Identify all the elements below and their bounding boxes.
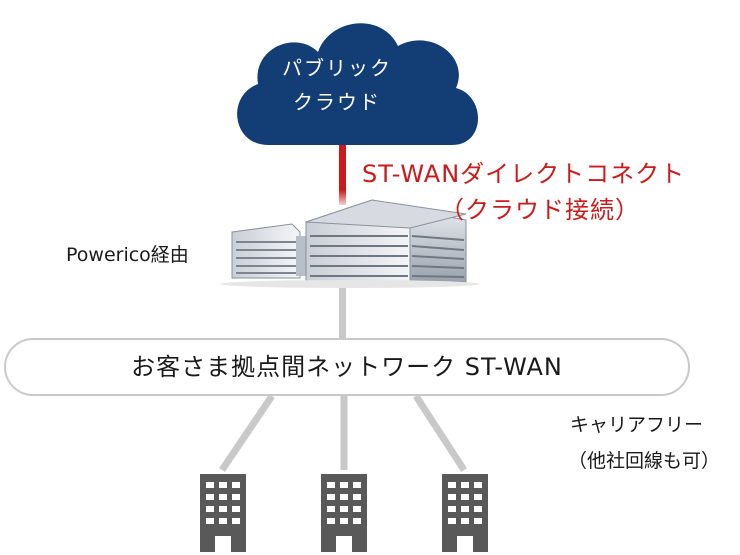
carrier-label-line1: キャリアフリー [570,414,704,436]
datacenter-buildings [220,199,480,288]
network-label: お客さま拠点間ネットワーク ST-WAN [131,353,563,381]
direct-connect-line [339,145,346,205]
network-band [4,338,690,396]
office-connector-lines [219,394,467,472]
office-building-icon [442,474,488,552]
datacenter-label: Powerico経由 [66,244,189,266]
direct-connect-label-line2: （クラウド接続） [440,196,640,224]
office-building-icon [321,474,367,552]
datacenter-to-network-line [339,282,346,340]
carrier-label-line2: （他社回線も可） [568,450,721,472]
cloud-label-line1: パブリック [282,56,392,80]
office-building-icon [200,474,246,552]
cloud-shape [237,23,479,145]
direct-connect-label-line1: ST-WANダイレクトコネクト [362,160,686,188]
cloud-label-line2: クラウド [293,90,381,114]
